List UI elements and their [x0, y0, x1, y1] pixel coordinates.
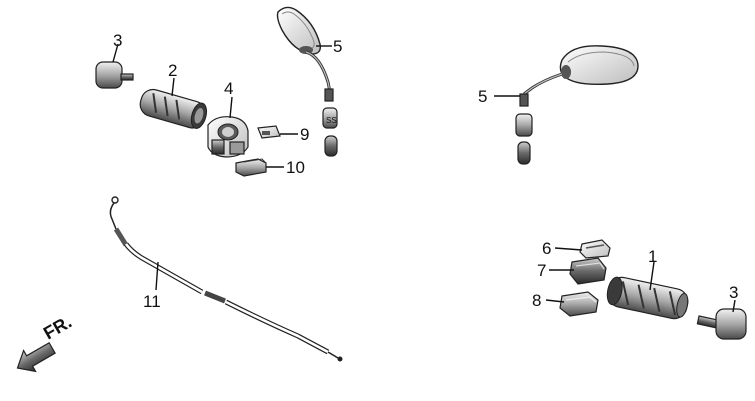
switch-part-6	[579, 239, 611, 259]
part-9-clip	[257, 125, 281, 139]
switch-part-7	[569, 257, 607, 285]
svg-text:SS: SS	[326, 116, 337, 125]
front-direction-arrow	[16, 341, 56, 373]
switch-part-8	[559, 291, 599, 317]
callout-4: 4	[224, 79, 233, 98]
callout-5-right: 5	[478, 87, 487, 106]
grip-end-weight-left	[95, 61, 134, 89]
handlebar-grip-right	[606, 276, 689, 320]
throttle-housing	[207, 116, 249, 158]
callout-5-left: 5	[333, 37, 342, 56]
callout-3-left: 3	[113, 31, 122, 50]
callout-10: 10	[286, 158, 305, 177]
front-direction-label: FR.	[40, 312, 75, 344]
callout-11: 11	[143, 292, 161, 311]
mirror-left: SS	[276, 6, 338, 157]
handlebar-grip-left	[139, 88, 208, 129]
callout-3-right: 3	[729, 283, 738, 302]
throttle-cable	[109, 196, 343, 362]
callout-1: 1	[648, 247, 657, 266]
callout-2: 2	[168, 61, 177, 80]
part-10-switch	[235, 158, 267, 177]
callout-8: 8	[532, 291, 541, 310]
grip-end-weight-right	[696, 308, 747, 340]
callout-7: 7	[537, 261, 546, 280]
mirror-right	[515, 45, 639, 165]
callout-6: 6	[542, 239, 551, 258]
callout-9: 9	[300, 125, 309, 144]
